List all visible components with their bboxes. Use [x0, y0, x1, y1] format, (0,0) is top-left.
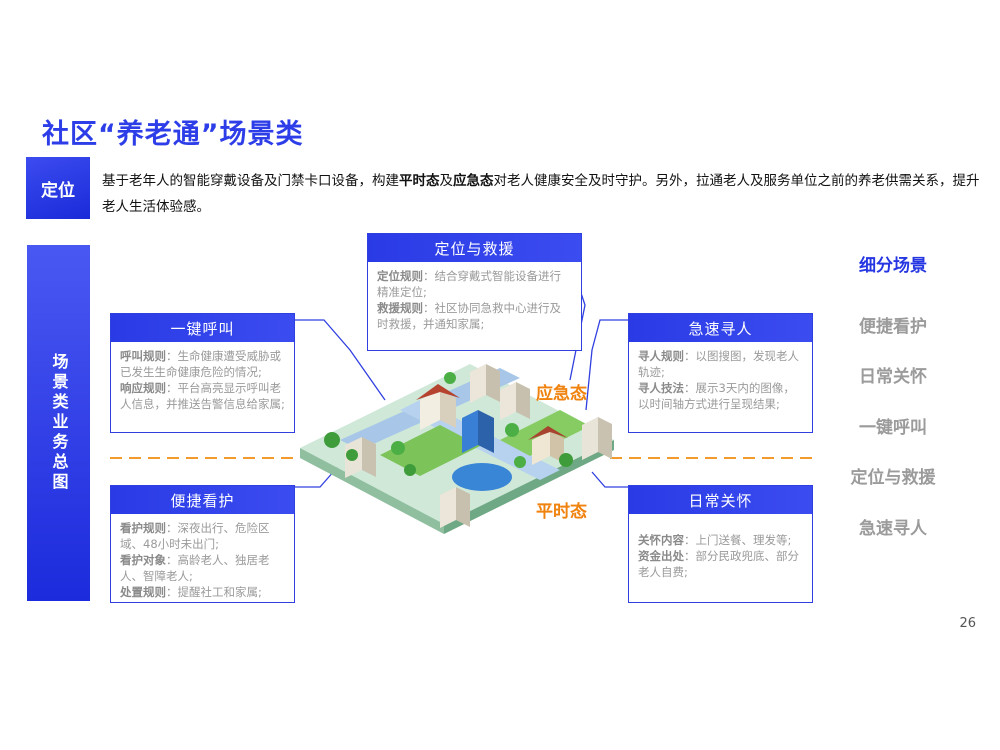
rule-label: 响应规则 — [120, 381, 166, 395]
subscenario-title: 细分场景 — [859, 256, 927, 276]
card-title: 一键呼叫 — [111, 314, 294, 342]
tree — [391, 441, 405, 455]
card-body: 定位规则：结合穿戴式智能设备进行精准定位; 救援规则：社区协同急救中心进行及时救… — [368, 262, 581, 338]
rule-label: 救援规则 — [377, 301, 423, 315]
ground-left-side — [300, 448, 444, 534]
subscenario-item: 便捷看护 — [859, 317, 927, 337]
subscenario-item: 日常关怀 — [859, 367, 927, 387]
rule-label: 资金出处 — [638, 549, 684, 563]
card-title: 定位与救援 — [368, 234, 581, 262]
intro-text-1: 基于老年人的智能穿戴设备及门禁卡口设备，构建 — [102, 173, 399, 189]
card-one-key-call: 一键呼叫 呼叫规则：生命健康遭受威胁或已发生生命健康危险的情况; 响应规则：平台… — [110, 313, 295, 433]
connector-call — [294, 319, 386, 401]
connector-search — [585, 319, 628, 411]
card-title: 急速寻人 — [629, 314, 812, 342]
pond — [452, 463, 512, 491]
tree — [404, 464, 416, 476]
rule-text: ：生命健康遭受威胁或已发生生命健康危险的情况; — [120, 349, 281, 379]
subscenario-item: 一键呼叫 — [859, 418, 927, 438]
card-convenient-care: 便捷看护 看护规则：深夜出行、危险区域、48小时未出门; 看护对象：高龄老人、独… — [110, 485, 295, 603]
tree — [444, 372, 456, 384]
card-body: 关怀内容：上门送餐、理发等; 资金出处：部分民政兜底、部分老人自费; — [629, 514, 812, 586]
side-vertical-label: 场景类业务总图 — [27, 245, 90, 601]
tree — [505, 423, 519, 437]
rule-label: 看护对象 — [120, 553, 166, 567]
intro-bold-emergency-state: 应急态 — [453, 173, 494, 189]
rule-text: ：高龄老人、独居老人、智障老人; — [120, 553, 270, 583]
rule-label: 定位规则 — [377, 269, 423, 283]
side-label-text: 场景类业务总图 — [49, 353, 69, 493]
card-body: 看护规则：深夜出行、危险区域、48小时未出门; 看护对象：高龄老人、独居老人、智… — [111, 514, 294, 606]
intro-bold-normal-state: 平时态 — [399, 173, 440, 189]
card-daily-care: 日常关怀 关怀内容：上门送餐、理发等; 资金出处：部分民政兜底、部分老人自费; — [628, 485, 813, 603]
card-location-rescue: 定位与救援 定位规则：结合穿戴式智能设备进行精准定位; 救援规则：社区协同急救中… — [367, 233, 582, 351]
subscenario-item: 定位与救援 — [850, 468, 936, 488]
building-tall-right — [582, 417, 612, 460]
building-blue — [462, 410, 494, 453]
positioning-intro: 基于老年人的智能穿戴设备及门禁卡口设备，构建平时态及应急态对老人健康安全及时守护… — [102, 168, 982, 220]
state-emergency: 应急态 — [536, 384, 587, 404]
intro-text-2: 及 — [439, 173, 454, 189]
rule-label: 呼叫规则 — [120, 349, 166, 363]
rule-label: 处置规则 — [120, 585, 166, 599]
rule-text: ：以图搜图，发现老人轨迹; — [638, 349, 799, 379]
card-quick-search: 急速寻人 寻人规则：以图搜图，发现老人轨迹; 寻人技法：展示3天内的图像，以时间… — [628, 313, 813, 433]
card-title: 日常关怀 — [629, 486, 812, 514]
rule-text: ：结合穿戴式智能设备进行精准定位; — [377, 269, 561, 299]
card-body: 呼叫规则：生命健康遭受威胁或已发生生命健康危险的情况; 响应规则：平台高亮显示呼… — [111, 342, 294, 418]
rule-text: ：平台高亮显示呼叫老人信息，并推送告警信息给家属; — [120, 381, 285, 411]
community-illustration — [300, 364, 614, 534]
tree — [559, 453, 573, 467]
rule-label: 寻人技法 — [638, 381, 684, 395]
building-bottom-left — [440, 487, 470, 528]
intro-text-3: 对老人健康安全及时守护。另外，拉通老人及服务单位之前的养老供需关系，提升老人生活… — [102, 173, 980, 215]
building-back-1 — [470, 364, 500, 403]
rule-text: ：深夜出行、危险区域、48小时未出门; — [120, 521, 270, 551]
connector-daily — [591, 471, 628, 488]
subscenario-item: 急速寻人 — [859, 519, 927, 539]
page-title: 社区“养老通”场景类 — [42, 119, 304, 150]
rule-label: 看护规则 — [120, 521, 166, 535]
state-normal: 平时态 — [536, 502, 587, 522]
house-red-roof — [416, 384, 460, 430]
tree — [514, 456, 526, 468]
rule-text: ：提醒社工和家属; — [166, 585, 262, 599]
rule-text: ：展示3天内的图像，以时间轴方式进行呈现结果; — [638, 381, 795, 411]
house-right — [528, 426, 568, 465]
card-body: 寻人规则：以图搜图，发现老人轨迹; 寻人技法：展示3天内的图像，以时间轴方式进行… — [629, 342, 812, 418]
tree — [324, 432, 340, 448]
card-title: 便捷看护 — [111, 486, 294, 514]
positioning-tag: 定位 — [26, 157, 90, 219]
building-back-2 — [500, 382, 530, 420]
tree — [346, 449, 358, 461]
rule-text: ：上门送餐、理发等; — [684, 533, 792, 547]
rule-label: 寻人规则 — [638, 349, 684, 363]
page-number: 26 — [959, 616, 976, 631]
rule-label: 关怀内容 — [638, 533, 684, 547]
rule-text: ：部分民政兜底、部分老人自费; — [638, 549, 799, 579]
rule-text: ：社区协同急救中心进行及时救援，并通知家属; — [377, 301, 561, 331]
lawn-1 — [380, 425, 480, 476]
